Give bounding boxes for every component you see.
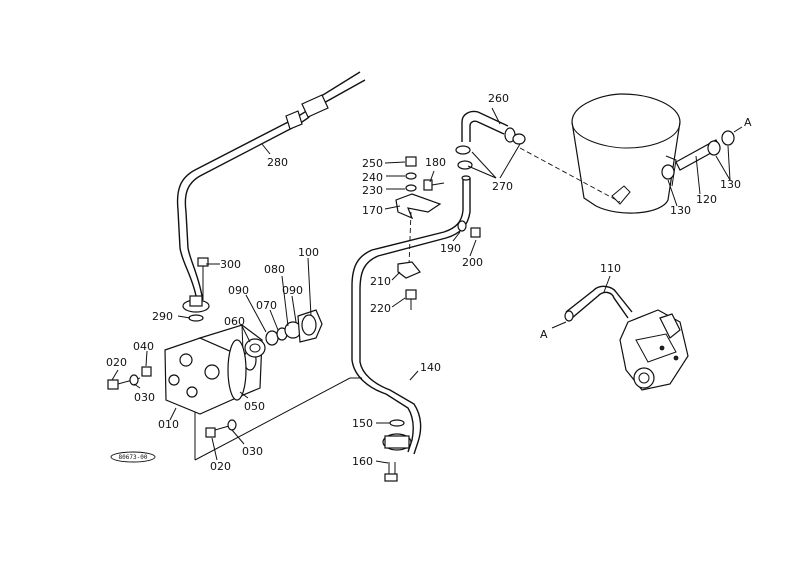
callout-090-right: 090 [282, 284, 303, 297]
callout-100: 100 [298, 246, 319, 259]
callout-260: 260 [488, 92, 509, 105]
callout-050: 050 [244, 400, 265, 413]
reference-a-top: A [744, 116, 752, 129]
callout-150: 150 [352, 417, 373, 430]
nut-250 [405, 156, 417, 167]
gasket-050 [227, 339, 247, 401]
hose-260 [461, 110, 516, 143]
callout-270: 270 [492, 180, 513, 193]
callout-010: 010 [158, 418, 179, 431]
clamp-130 [661, 130, 735, 180]
washer-070-090 [265, 321, 302, 346]
callout-060: 060 [224, 315, 245, 328]
callout-250: 250 [362, 157, 383, 170]
callout-230: 230 [362, 184, 383, 197]
valve-assembly-110 [564, 285, 689, 391]
drawing-stamp-code: 80673-00 [119, 454, 148, 461]
seal-060 [244, 338, 266, 358]
callout-130-left: 130 [670, 204, 691, 217]
clip-190-200 [457, 220, 481, 238]
callout-160: 160 [352, 455, 373, 468]
callout-280: 280 [267, 156, 288, 169]
callout-140: 140 [420, 361, 441, 374]
callout-290: 290 [152, 310, 173, 323]
bolt-020-left [107, 366, 152, 390]
callout-020-lower: 020 [210, 460, 231, 473]
bolt-220 [405, 289, 417, 310]
clamp-210 [397, 261, 421, 279]
callout-110: 110 [600, 262, 621, 275]
callout-090-left: 090 [228, 284, 249, 297]
callout-080: 080 [264, 263, 285, 276]
drawing-stamp: 80673-00 [110, 451, 156, 463]
oring-290 [188, 314, 204, 322]
callout-030-lower: 030 [242, 445, 263, 458]
callout-030-left: 030 [134, 391, 155, 404]
callout-130-right: 130 [720, 178, 741, 191]
leader-lines [111, 107, 731, 464]
callout-180: 180 [425, 156, 446, 169]
callout-170: 170 [362, 204, 383, 217]
callout-220: 220 [370, 302, 391, 315]
coupling-100 [297, 309, 323, 343]
clamp-270 [455, 133, 526, 170]
callout-120: 120 [696, 193, 717, 206]
callout-300: 300 [220, 258, 241, 271]
washer-230 [405, 184, 417, 192]
oil-tank [571, 93, 681, 214]
washer-240 [405, 172, 417, 180]
callout-040: 040 [133, 340, 154, 353]
callout-190: 190 [440, 242, 461, 255]
callout-240: 240 [362, 171, 383, 184]
bracket-170 [395, 193, 442, 220]
pipe-280 [176, 71, 366, 313]
reference-a-left: A [540, 328, 548, 341]
callout-200: 200 [462, 256, 483, 269]
pipe-140 [351, 175, 471, 455]
bolt-180 [423, 179, 445, 191]
bolt-160 [384, 462, 398, 482]
callout-070: 070 [256, 299, 277, 312]
oring-150 [389, 419, 405, 427]
bolt-020-lower [205, 419, 237, 438]
callout-020-left: 020 [106, 356, 127, 369]
callout-210: 210 [370, 275, 391, 288]
